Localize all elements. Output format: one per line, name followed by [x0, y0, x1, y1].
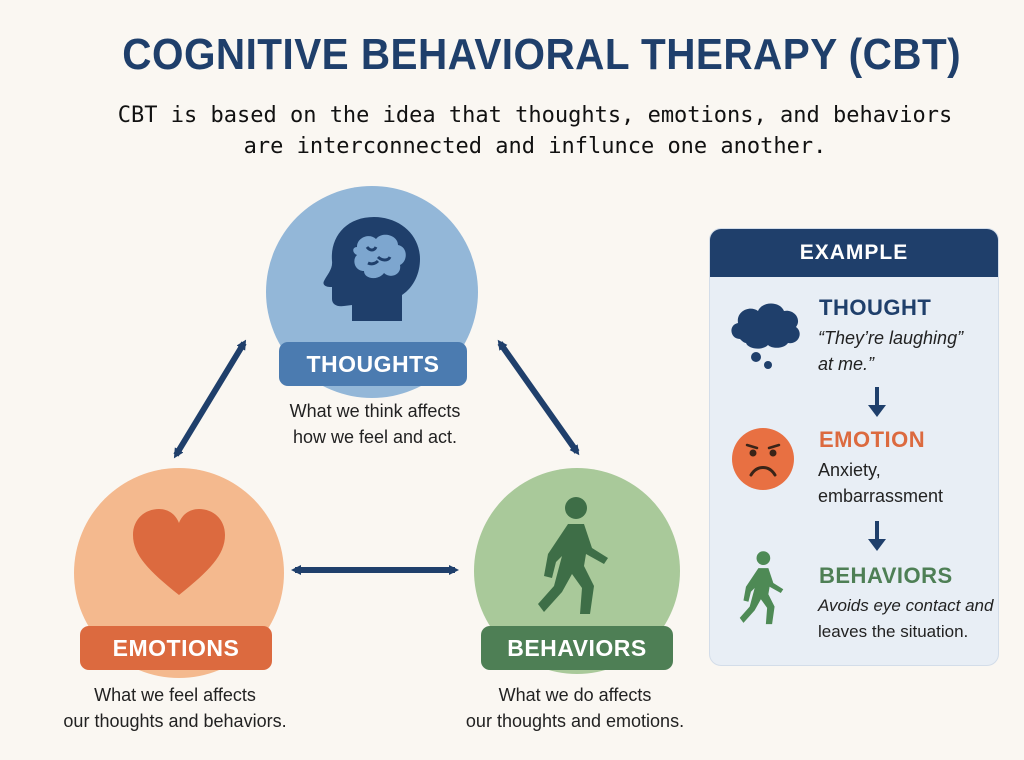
arrow-thoughts-behaviors: [497, 339, 580, 456]
emotions-desc-line-2: our thoughts and behaviors.: [63, 711, 287, 731]
arrow-thoughts-emotions: [173, 339, 247, 459]
head-brain-icon: [323, 217, 420, 321]
example-panel: EXAMPLE THOUGHT “They’re laughing” at me…: [709, 228, 999, 666]
thought-cloud-icon: [731, 303, 800, 369]
thoughts-desc-line-2: how we feel and act.: [292, 427, 458, 447]
example-header: EXAMPLE: [710, 229, 998, 277]
example-emotion-line-1: Anxiety,: [818, 460, 881, 480]
example-emotion-text: Anxiety, embarrassment: [818, 457, 993, 509]
sad-face-icon: [732, 428, 794, 490]
page-title: COGNITIVE BEHAVIORAL THERAPY (CBT): [122, 30, 962, 79]
example-thought-line-1: “They’re laughing”: [818, 328, 964, 348]
subtitle: CBT is based on the idea that thoughts, …: [90, 100, 980, 162]
thoughts-desc-line-1: What we think affects: [289, 401, 461, 421]
example-emotion-heading: EMOTION: [819, 427, 926, 452]
example-thought-line-2: at me.”: [818, 354, 875, 374]
emotions-desc-line-1: What we feel affects: [94, 685, 256, 705]
example-thought-heading: THOUGHT: [819, 295, 932, 320]
down-arrow-icon: [868, 387, 886, 417]
example-emotion-line-2: embarrassment: [818, 486, 944, 506]
thoughts-label: THOUGHTS: [279, 342, 467, 386]
down-arrow-icon: [868, 521, 886, 551]
example-behavior-line-1: Avoids eye contact and: [818, 596, 994, 615]
example-thought-text: “They’re laughing” at me.”: [818, 325, 993, 377]
behaviors-desc-line-2: our thoughts and emotions.: [465, 711, 685, 731]
example-behavior-heading: BEHAVIORS: [819, 563, 953, 588]
heart-icon: [133, 509, 225, 595]
behaviors-description: What we do affects our thoughts and emot…: [430, 682, 720, 734]
emotions-label: EMOTIONS: [80, 626, 272, 670]
walking-person-icon: [538, 497, 608, 614]
example-behavior-text: Avoids eye contact and leaves the situat…: [818, 593, 998, 645]
walking-person-icon: [739, 551, 784, 625]
example-behavior-line-2: leaves the situation.: [818, 622, 969, 641]
behaviors-desc-line-1: What we do affects: [498, 685, 652, 705]
subtitle-line-1: CBT is based on the idea that thoughts, …: [117, 103, 953, 128]
subtitle-line-2: are interconnected and influnce one anot…: [243, 134, 827, 159]
thoughts-description: What we think affects how we feel and ac…: [240, 398, 510, 450]
behaviors-label: BEHAVIORS: [481, 626, 673, 670]
emotions-description: What we feel affects our thoughts and be…: [30, 682, 320, 734]
